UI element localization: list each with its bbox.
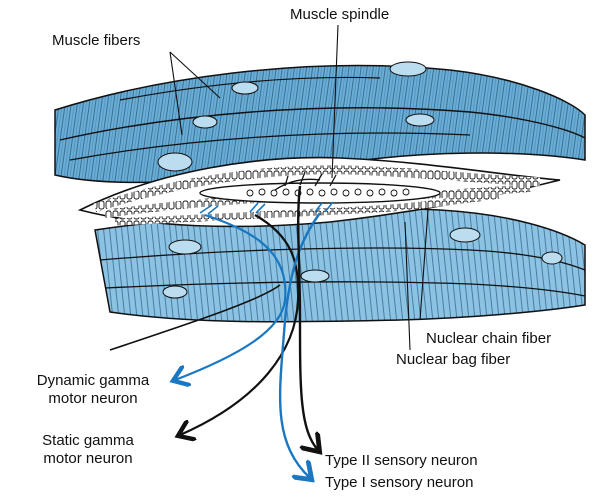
nucleus xyxy=(169,240,201,254)
type2-sensory-label: Type II sensory neuron xyxy=(325,452,478,470)
nucleus xyxy=(158,153,192,171)
nucleus xyxy=(232,82,258,94)
muscle-fibers-label: Muscle fibers xyxy=(52,32,140,50)
dynamic-gamma-line2: motor neuron xyxy=(8,390,178,408)
lower-muscle-fibers xyxy=(95,209,585,322)
nucleus xyxy=(450,228,480,242)
nucleus xyxy=(542,252,562,264)
type1-sensory-label: Type I sensory neuron xyxy=(325,474,473,492)
static-gamma-line1: Static gamma xyxy=(18,432,158,450)
nucleus xyxy=(301,270,329,282)
nuclear-bag-fiber-label: Nuclear bag fiber xyxy=(396,351,510,369)
nucleus xyxy=(163,286,187,298)
muscle-spindle-label: Muscle spindle xyxy=(290,6,389,24)
nuclear-chain-fiber-label: Nuclear chain fiber xyxy=(426,330,551,348)
dynamic-gamma-label: Dynamic gamma motor neuron xyxy=(8,372,178,408)
nucleus xyxy=(390,62,426,76)
dynamic-gamma-line1: Dynamic gamma xyxy=(8,372,178,390)
static-gamma-line2: motor neuron xyxy=(18,450,158,468)
nucleus xyxy=(406,114,434,126)
nucleus xyxy=(193,116,217,128)
static-gamma-label: Static gamma motor neuron xyxy=(18,432,158,468)
